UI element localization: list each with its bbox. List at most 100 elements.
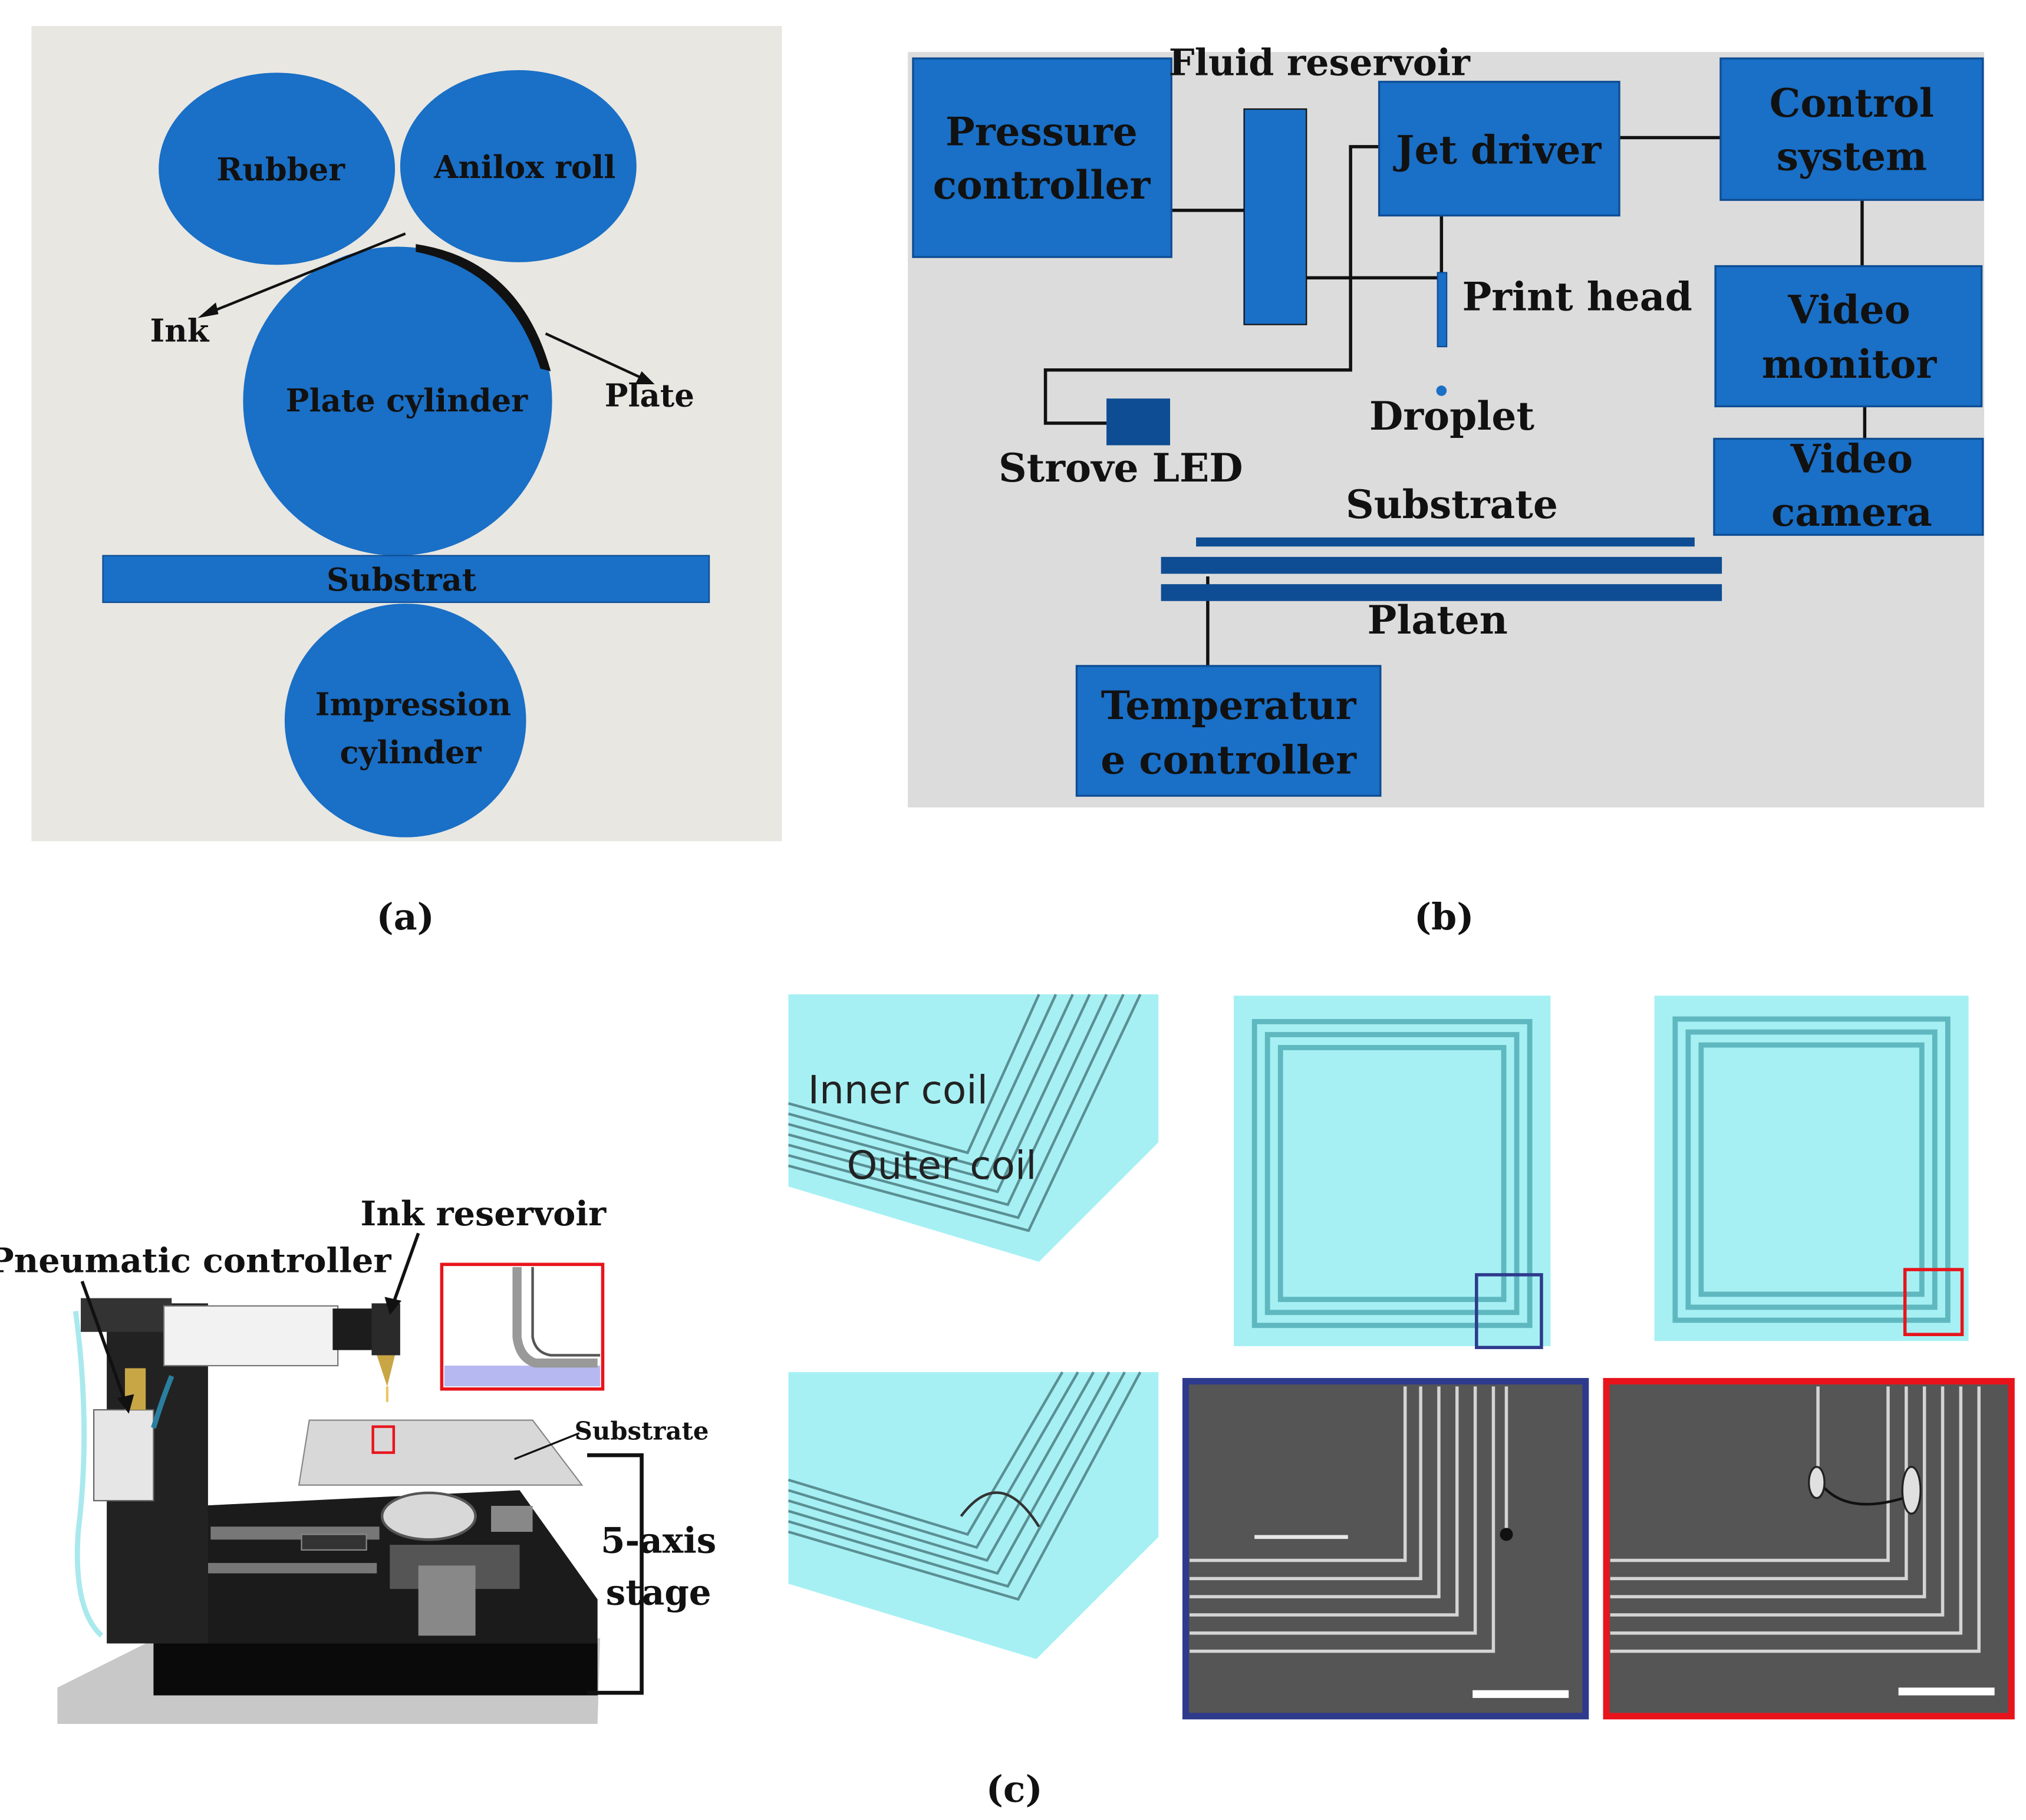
- substrate-bar-b: [1196, 537, 1695, 547]
- plate-label: Plate: [605, 377, 694, 414]
- substrate-highlight-box: [371, 1425, 396, 1454]
- control-system-line1: Control: [1770, 80, 1934, 126]
- panel-c-printer: Ink reservoir Pneumatic controller Subst…: [0, 1193, 716, 1725]
- square-coil-red: [1654, 995, 1969, 1341]
- video-camera-line2: camera: [1771, 489, 1932, 535]
- stage-block: [491, 1505, 533, 1532]
- sem-blue-traces: [1190, 1386, 1508, 1653]
- printer-column-top: [81, 1298, 172, 1332]
- inner-coil-label: Inner coil: [808, 1067, 987, 1113]
- temperature-controller-line1: Temperatur: [1101, 682, 1357, 728]
- ink-label: Ink: [150, 312, 210, 349]
- coil-3d-bottom-lines: [788, 1371, 1142, 1601]
- panel-a: Rubber Anilox roll Plate cylinder Ink Pl…: [31, 26, 782, 842]
- nozzle: [377, 1355, 396, 1387]
- plate-cylinder-label: Plate cylinder: [286, 383, 529, 419]
- pneumatic-arrowhead: [117, 1394, 134, 1414]
- video-monitor-line2: monitor: [1762, 341, 1938, 387]
- pneumatic-controller-box: [93, 1409, 154, 1502]
- fluid-reservoir-label: Fluid reservoir: [1169, 41, 1471, 84]
- sem-image-blue: [1182, 1378, 1589, 1720]
- stage-carriage-column: [418, 1565, 476, 1636]
- ink-reservoir-label: Ink reservoir: [360, 1193, 607, 1234]
- sem-red-blob-2: [1901, 1466, 1922, 1515]
- anilox-roll-label: Anilox roll: [433, 149, 615, 186]
- stage-rail-knob: [301, 1534, 367, 1551]
- sem-blue-scale-bar: [1472, 1690, 1569, 1698]
- sem-red-traces: [1610, 1386, 1981, 1653]
- square-coil-red-highlight: [1903, 1268, 1964, 1336]
- square-coil-blue-highlight: [1475, 1273, 1543, 1350]
- jet-driver-label: Jet driver: [1393, 127, 1602, 173]
- plate-strip: [416, 244, 551, 371]
- control-system-box: [1719, 57, 1984, 201]
- panel-b: Pressure controller Fluid reservoir Jet …: [908, 41, 1985, 807]
- ink-reservoir-arrow: [391, 1232, 420, 1307]
- nozzle-inset-tip: [512, 1267, 598, 1368]
- printer-base-frame: [153, 1643, 598, 1696]
- temperature-controller-box: [1075, 665, 1382, 797]
- outer-coil-label: Outer coil: [847, 1143, 1037, 1188]
- impression-label-line1: Impression: [315, 687, 511, 723]
- printer-arm: [163, 1305, 339, 1367]
- substrate-plate-c: [298, 1419, 584, 1486]
- substrat-label: Substrat: [327, 562, 477, 598]
- nozzle-inset-substrate: [444, 1366, 601, 1387]
- square-coil-red-lines: [1672, 1016, 1951, 1323]
- substrate-arrow-c: [514, 1432, 580, 1460]
- stage-label-line1: 5-axis: [601, 1520, 716, 1561]
- video-monitor-line1: Video: [1787, 286, 1910, 332]
- caption-a: (a): [377, 895, 434, 938]
- platen-bar-top: [1161, 556, 1722, 574]
- rotary-stage: [380, 1491, 477, 1541]
- coil-3d-bottom: [788, 1372, 1159, 1659]
- ink-reservoir-body: [371, 1303, 400, 1356]
- panel-c-coils: Inner coil Outer coil: [788, 994, 2015, 1720]
- stage-rail-2: [207, 1562, 377, 1574]
- pneumatic-hose-blue: [151, 1375, 174, 1429]
- substrate-label-c: Substrate: [575, 1417, 709, 1446]
- sem-blue-dot: [1500, 1528, 1513, 1541]
- strove-led-label: Strove LED: [999, 445, 1243, 491]
- substrat-bar: [102, 555, 710, 604]
- control-system-line2: system: [1777, 134, 1927, 180]
- ink-reservoir-arrowhead: [384, 1297, 402, 1315]
- temperature-controller-line2: e controller: [1101, 737, 1357, 783]
- pneumatic-arrow: [80, 1281, 128, 1406]
- substrate-label-b: Substrate: [1346, 482, 1558, 527]
- square-coil-blue-lines: [1251, 1019, 1533, 1328]
- platen-bar-bottom: [1161, 584, 1722, 601]
- strove-led-box: [1106, 398, 1171, 446]
- stage-bracket: [587, 1453, 644, 1695]
- coil-3d-top: [788, 994, 1159, 1262]
- coil-bridge-wire: [960, 1491, 1040, 1528]
- droplet-label: Droplet: [1369, 393, 1534, 439]
- jet-driver-box: [1378, 81, 1620, 217]
- jet-to-led-line: [1043, 145, 1379, 425]
- square-coil-blue: [1233, 995, 1551, 1347]
- print-head-label: Print head: [1462, 273, 1692, 319]
- droplet: [1436, 385, 1447, 396]
- plate-cylinder: [243, 246, 552, 556]
- coil-3d-top-lines: [788, 994, 1142, 1232]
- print-head: [1437, 272, 1448, 348]
- platen-label: Platen: [1368, 597, 1508, 643]
- sem-red-scale-bar: [1898, 1687, 1995, 1696]
- video-camera-box: [1713, 437, 1984, 536]
- impression-cylinder: [284, 604, 526, 838]
- video-monitor-box: [1714, 265, 1983, 408]
- fluid-reservoir-box: [1243, 108, 1307, 325]
- pressure-controller-line1: Pressure: [946, 109, 1138, 155]
- plate-arrow: [545, 332, 648, 382]
- caption-b: (b): [1414, 895, 1474, 938]
- plate-arrowhead: [635, 371, 655, 384]
- caption-c: (c): [986, 1768, 1043, 1811]
- video-camera-line1: Video: [1790, 436, 1913, 482]
- ink-arrow: [205, 232, 406, 316]
- pneumatic-controller-label: Pneumatic controller: [0, 1241, 391, 1281]
- impression-label-line2: cylinder: [340, 734, 482, 771]
- sem-red-blob-1: [1808, 1466, 1826, 1499]
- nozzle-inset-tip-edge: [531, 1267, 601, 1357]
- anilox-roll: [400, 70, 637, 262]
